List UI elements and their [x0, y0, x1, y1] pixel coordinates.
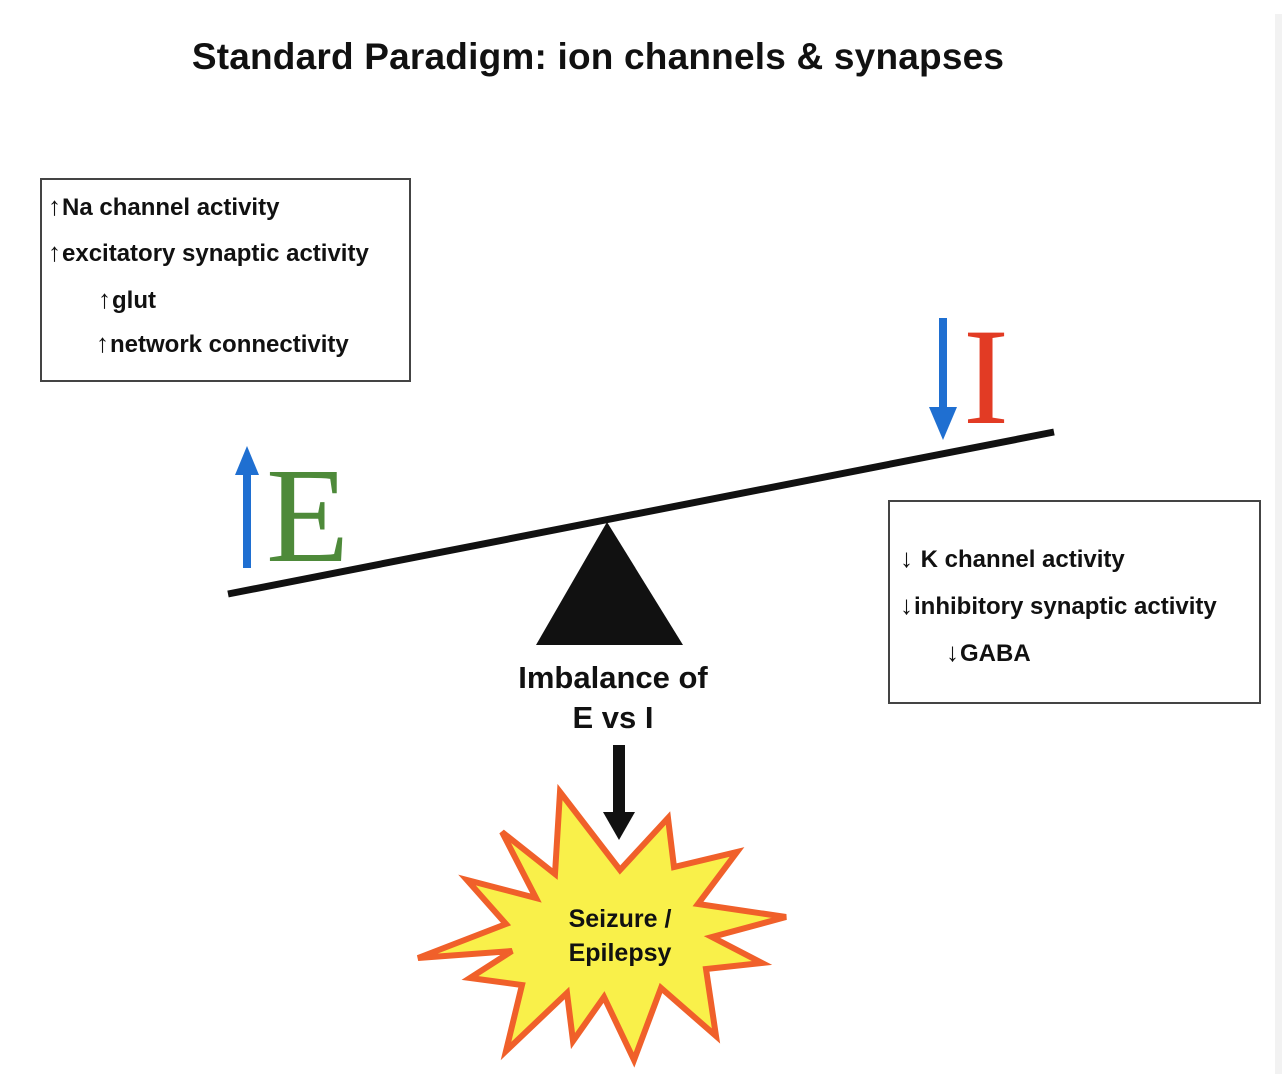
inhibition-item-label: inhibitory synaptic activity [914, 593, 1217, 620]
down-arrow-icon: ↓ [900, 590, 913, 620]
inhibition-item-label: GABA [960, 640, 1031, 667]
fulcrum-triangle [536, 522, 683, 645]
excitation-factors-box: ↑Na channel activity ↑excitatory synapti… [40, 178, 411, 382]
inhibition-item-label: K channel activity [920, 546, 1125, 573]
excitation-item: ↑network connectivity [96, 328, 349, 359]
inhibition-item: ↓ K channel activity [900, 543, 1125, 574]
page-title: Standard Paradigm: ion channels & synaps… [191, 36, 1005, 77]
imbalance-caption-line2: E vs I [572, 700, 654, 735]
seizure-starburst [416, 783, 787, 1068]
inhibition-item: ↓GABA [946, 637, 1031, 668]
inhibition-letter: I [963, 300, 1009, 453]
up-arrow-icon: ↑ [48, 191, 61, 221]
inhibition-factors-box: ↓ K channel activity ↓inhibitory synapti… [888, 500, 1261, 704]
up-arrow-icon: ↑ [98, 284, 111, 314]
down-arrow-icon: ↓ [900, 543, 913, 573]
excitation-letter: E [266, 441, 349, 591]
excitation-item: ↑glut [98, 284, 156, 315]
excitation-item-label: excitatory synaptic activity [62, 240, 369, 267]
excitation-item: ↑Na channel activity [48, 191, 279, 222]
down-arrow-icon: ↓ [946, 637, 959, 667]
outcome-line1: Seizure / [568, 905, 672, 933]
up-arrow-icon: ↑ [48, 237, 61, 267]
cause-arrow-icon [603, 745, 635, 840]
seesaw-beam [227, 428, 1055, 598]
edge-strip [1275, 14, 1282, 1074]
excitation-item-label: network connectivity [110, 331, 349, 358]
excitation-item-label: Na channel activity [62, 194, 280, 221]
up-arrow-icon: ↑ [96, 328, 109, 358]
inhibition-decrease-arrow-icon [929, 318, 957, 440]
imbalance-caption-line1: Imbalance of [518, 660, 708, 695]
excitation-item: ↑excitatory synaptic activity [48, 237, 369, 268]
excitation-increase-arrow-icon [235, 446, 259, 568]
excitation-item-label: glut [112, 287, 156, 314]
outcome-line2: Epilepsy [568, 939, 672, 967]
inhibition-item: ↓inhibitory synaptic activity [900, 590, 1217, 621]
